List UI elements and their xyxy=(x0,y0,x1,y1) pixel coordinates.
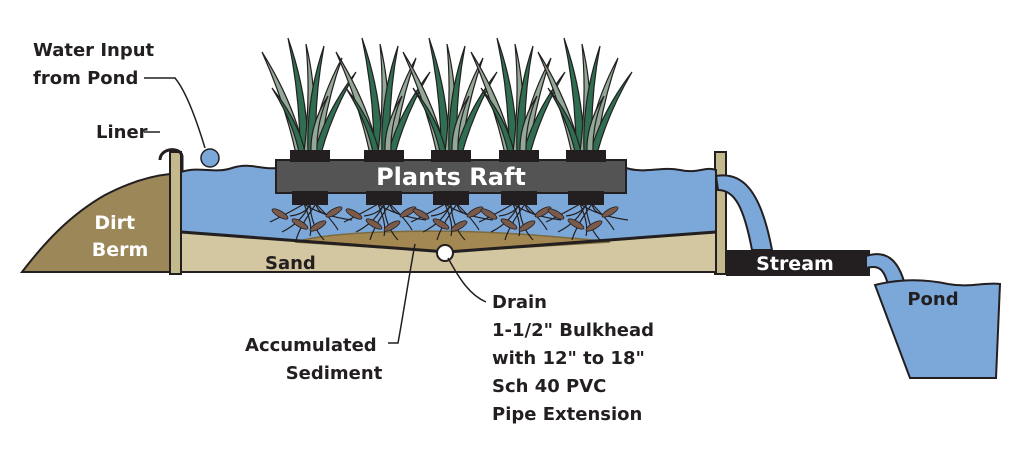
plant-pot-top xyxy=(499,150,539,162)
drain-hole-icon xyxy=(436,244,454,262)
plant-root-cluster xyxy=(545,203,629,241)
root-bulb xyxy=(466,206,484,218)
plant-pot-bottom xyxy=(292,191,328,205)
left-wall xyxy=(169,151,182,275)
drain-label: Drain 1-1/2" Bulkhead with 12" to 18" Sc… xyxy=(492,292,660,425)
plant-pot-top xyxy=(566,150,606,162)
plant-leaf xyxy=(589,71,633,153)
plants xyxy=(261,37,633,153)
plant-leaf xyxy=(454,71,498,153)
dirt-berm xyxy=(19,172,171,273)
root-bulb xyxy=(271,208,289,220)
dirt-berm-label: Dirt Berm xyxy=(92,212,149,261)
root-strand xyxy=(303,203,312,237)
stream-label: Stream xyxy=(756,253,834,275)
root-bulb xyxy=(383,220,401,232)
plants-raft xyxy=(275,159,627,194)
plant-roots xyxy=(269,203,629,241)
plant-leaf xyxy=(522,71,566,153)
root-bulb xyxy=(325,206,343,218)
root-bulb xyxy=(585,220,603,232)
plant-leaf xyxy=(345,87,380,153)
root-bulb xyxy=(601,206,619,218)
plant-icon xyxy=(261,37,357,153)
root-strand xyxy=(289,203,311,217)
plant-pot-bottom xyxy=(366,191,402,205)
plant-root-cluster xyxy=(410,203,494,241)
root-bulb xyxy=(567,218,585,230)
root-strand xyxy=(579,203,588,237)
root-bulb xyxy=(534,206,552,218)
root-strand xyxy=(444,203,453,237)
plant-pot-top xyxy=(431,150,471,162)
liner-label: Liner xyxy=(96,122,148,143)
root-bulb xyxy=(291,218,309,230)
root-strand xyxy=(565,203,587,217)
root-bulb xyxy=(518,220,536,232)
plant-pots xyxy=(290,150,606,205)
water-input-leader xyxy=(144,77,206,149)
plant-icon xyxy=(470,37,566,153)
root-strand xyxy=(456,203,480,231)
drain-leader xyxy=(447,257,487,303)
plant-root-cluster xyxy=(343,203,427,241)
plant-leaf xyxy=(451,95,470,153)
root-strand xyxy=(524,203,548,231)
plant-leaf xyxy=(384,95,403,153)
root-bulb xyxy=(399,206,417,218)
root-bulb xyxy=(450,220,468,232)
plant-icon xyxy=(402,37,498,153)
sediment-leader xyxy=(388,243,416,344)
root-strand xyxy=(591,203,615,231)
root-bulb xyxy=(345,208,363,220)
liner xyxy=(158,148,184,272)
plant-leaf xyxy=(519,95,538,153)
plant-pot-bottom xyxy=(501,191,537,205)
root-strand xyxy=(512,203,521,237)
stream-channel xyxy=(726,250,870,276)
plant-leaf xyxy=(313,71,357,153)
root-strand xyxy=(315,203,339,231)
accumulated-sediment-label: Accumulated Sediment xyxy=(245,335,383,384)
plants-raft-label: Plants Raft xyxy=(376,163,526,191)
plant-leaf xyxy=(310,95,329,153)
water-droplet-icon xyxy=(200,148,220,168)
plant-pot-bottom xyxy=(433,191,469,205)
plant-icon xyxy=(335,37,431,153)
root-strand xyxy=(363,203,385,217)
root-strand xyxy=(430,203,452,217)
root-strand xyxy=(498,203,520,217)
root-strand xyxy=(377,203,386,237)
plant-root-cluster xyxy=(269,203,353,241)
root-strand xyxy=(389,203,413,231)
water-input-label: Water Input from Pond xyxy=(33,40,160,89)
root-bulb xyxy=(480,208,498,220)
plant-leaf xyxy=(387,71,431,153)
plant-icon xyxy=(537,37,633,153)
plant-root-cluster xyxy=(478,203,562,241)
root-bulb xyxy=(365,218,383,230)
root-bulb xyxy=(547,208,565,220)
plant-pot-top xyxy=(364,150,404,162)
plant-leaf xyxy=(586,95,605,153)
root-bulb xyxy=(309,220,327,232)
plant-pot-top xyxy=(290,150,330,162)
pond-body xyxy=(873,279,1002,379)
plant-leaf xyxy=(547,87,582,153)
pond-label: Pond xyxy=(907,289,958,310)
root-bulb xyxy=(432,218,450,230)
plant-leaf xyxy=(480,87,515,153)
plant-pot-bottom xyxy=(568,191,604,205)
sand-label: Sand xyxy=(265,253,316,274)
plant-leaf xyxy=(412,87,447,153)
root-bulb xyxy=(500,218,518,230)
root-bulb xyxy=(412,208,430,220)
plant-leaf xyxy=(271,87,306,153)
